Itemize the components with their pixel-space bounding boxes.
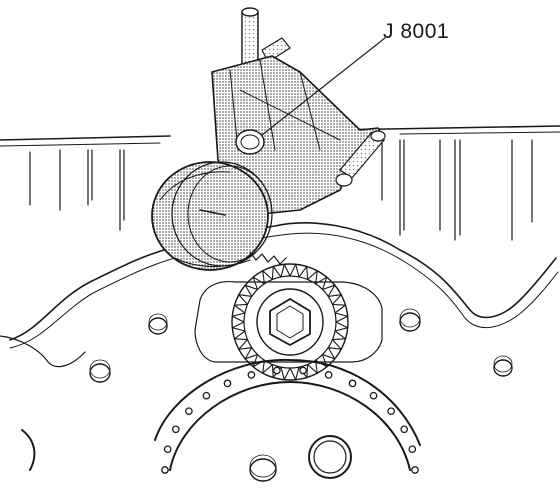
right-block-ribs [381,139,533,241]
chain-link-pin [223,379,232,388]
chain-link-pin [171,425,180,434]
chain-link-pin [324,371,333,379]
chain-link-pin [185,407,193,416]
chain-link-pin [369,391,378,400]
callout-leader-line [261,37,386,136]
chain-link-pin [247,371,256,379]
left-flange [0,335,86,368]
chain-link-pin [161,466,169,474]
crank-bolt-hex-inner [276,305,304,339]
chain-link-pin [411,466,419,474]
sprocket-inner-ring [243,275,337,369]
timing-chain-outer [154,358,421,446]
chain-link-pin [273,366,281,375]
tool-pivot [235,129,265,155]
tool-drive-wheel [151,161,273,271]
timing-chain-inner [169,381,411,471]
timing-chain-links [161,366,419,474]
chain-link-pin [163,445,172,454]
o-ring [308,435,352,479]
left-block-ribs [29,149,125,231]
sprocket-bore [256,288,324,356]
chain-link-pin [387,407,395,416]
timing-cover-edge-inner [9,232,559,349]
sprocket-mount-plate [194,280,383,363]
crank-bolt-hex [269,298,311,346]
mesh-teeth [249,251,287,265]
bolt-bosses [89,308,513,482]
chain-link-pin [348,379,357,388]
tool-callout-label: J 8001 [383,20,450,43]
chain-link-pin [400,425,409,434]
timing-cover-edge [9,222,557,341]
chain-link-pin [408,445,417,454]
left-corner-arc [21,429,36,471]
sprocket-hub-ring [231,263,349,381]
chain-link-pin [202,391,211,400]
chain-link-pin [299,366,307,375]
